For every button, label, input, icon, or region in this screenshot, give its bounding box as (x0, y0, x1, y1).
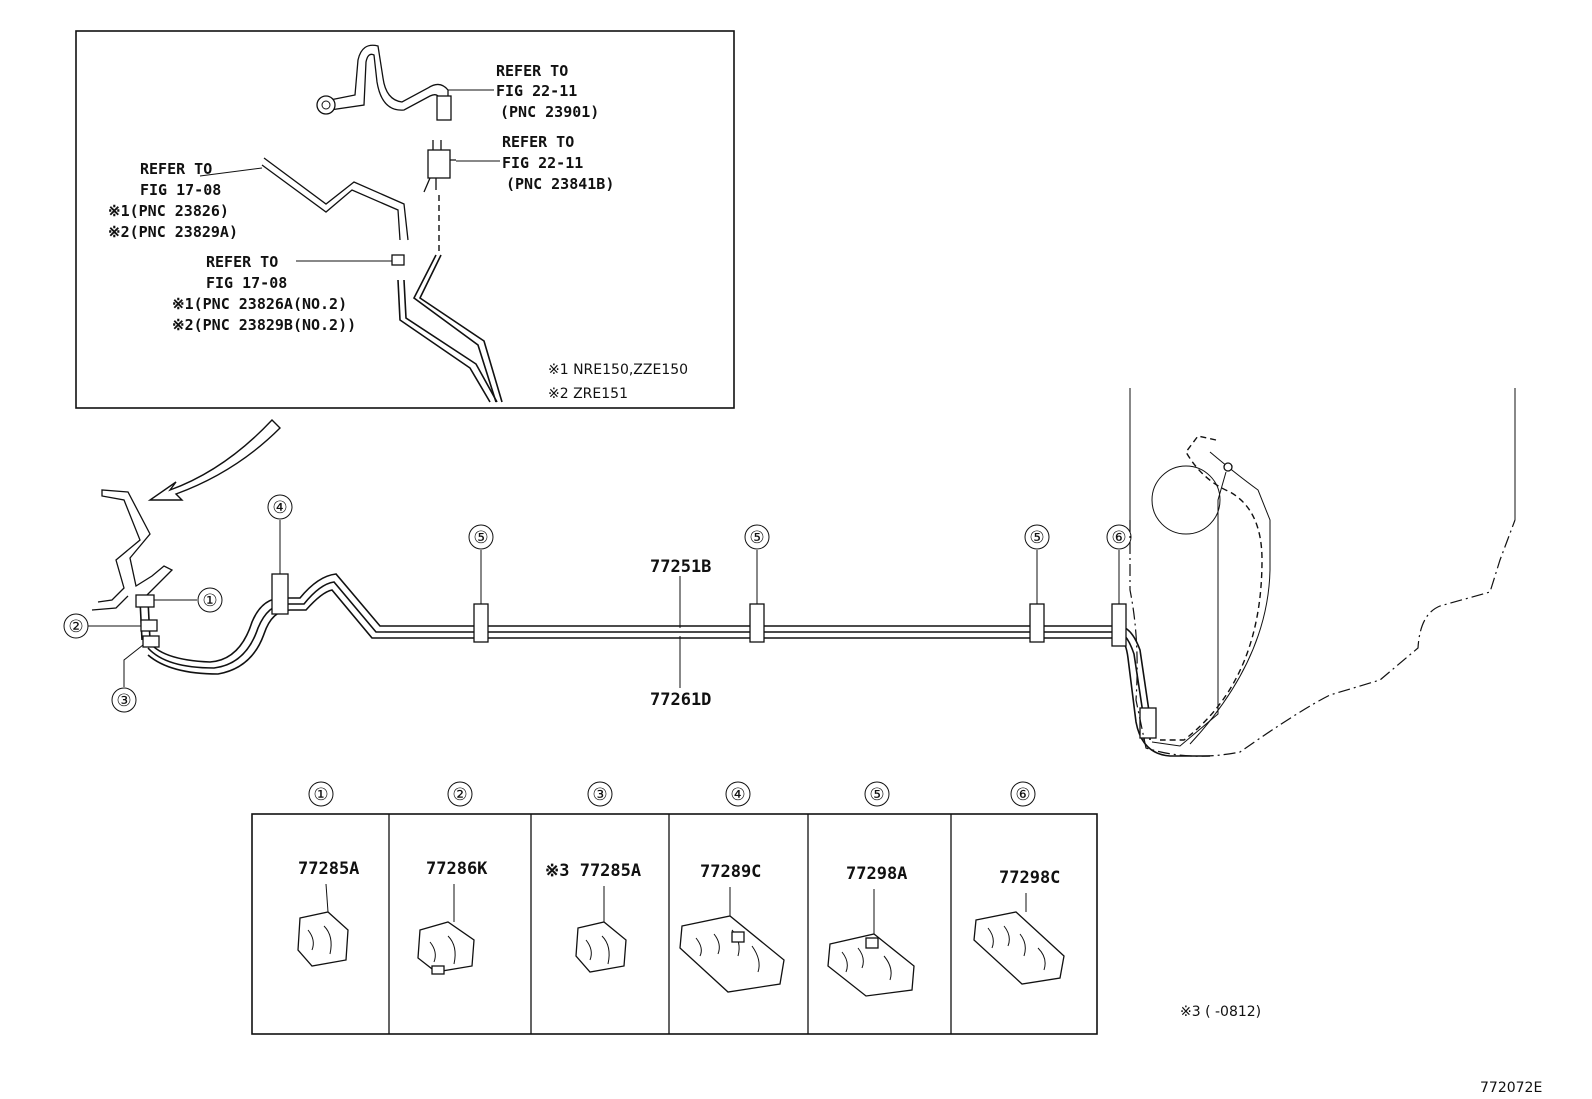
clamp-table: ① ② ③ ④ ⑤ ⑥ 77285A 77286K ※3 77285A 7728… (251, 781, 1098, 1035)
main-callouts: ① ② ③ ④ ⑤ ⑤ ⑤ ⑥ (63, 494, 1132, 713)
clamp-drawing-2 (417, 884, 475, 975)
main-hose-drawing (261, 157, 409, 266)
ref-fuel-inlet-label: REFER TO FIG 22-11 (PNC 23901) (496, 62, 599, 121)
svg-text:REFER TO: REFER TO (206, 253, 278, 271)
callout-5c: ⑤ (1029, 528, 1044, 548)
tube-lower-label: 77261D (650, 690, 711, 710)
svg-text:※1 NRE150,ZZE150: ※1 NRE150,ZZE150 (548, 362, 688, 378)
svg-text:REFER TO: REFER TO (496, 62, 568, 80)
svg-text:※1(PNC 23826A(NO.2): ※1(PNC 23826A(NO.2) (172, 295, 347, 313)
svg-text:REFER TO: REFER TO (502, 133, 574, 151)
callout-4: ④ (272, 498, 287, 518)
svg-text:※2(PNC 23829B(NO.2)): ※2(PNC 23829B(NO.2)) (172, 316, 356, 334)
table-marker-2: ② (452, 785, 467, 805)
table-marker-5: ⑤ (869, 785, 884, 805)
svg-text:(PNC 23841B): (PNC 23841B) (506, 175, 614, 193)
clamp-drawing-3 (575, 886, 627, 973)
ref-filter-label: REFER TO FIG 22-11 (PNC 23841B) (502, 133, 614, 193)
svg-text:※2 ZRE151: ※2 ZRE151 (548, 386, 628, 402)
svg-text:(PNC 23901): (PNC 23901) (500, 103, 599, 121)
clamp-drawing-6 (973, 893, 1065, 985)
table-part-5: 77298A (846, 864, 907, 884)
inset-pipe-bundle (397, 254, 503, 403)
clamp-drawing-4 (679, 887, 785, 993)
svg-text:FIG 17-08: FIG 17-08 (140, 181, 221, 199)
svg-text:※2(PNC 23829A): ※2(PNC 23829A) (108, 223, 238, 241)
table-marker-4: ④ (730, 785, 745, 805)
callout-5a: ⑤ (473, 528, 488, 548)
callout-2: ② (68, 617, 83, 637)
tube-upper-label: 77251B (650, 557, 711, 577)
callout-5b: ⑤ (749, 528, 764, 548)
svg-text:REFER TO: REFER TO (140, 160, 212, 178)
table-part-2: 77286K (426, 859, 488, 879)
filter-bracket-drawing (423, 140, 456, 252)
model-notes: ※1 NRE150,ZZE150 ※2 ZRE151 (548, 362, 688, 402)
table-marker-1: ① (313, 785, 328, 805)
table-marker-3: ③ (592, 785, 607, 805)
footnote: ※3 ( -0812) (1180, 1004, 1261, 1020)
table-marker-6: ⑥ (1015, 785, 1030, 805)
detail-inset: REFER TO FIG 22-11 (PNC 23901) REFER TO … (75, 30, 735, 409)
svg-text:FIG 22-11: FIG 22-11 (502, 154, 583, 172)
svg-text:FIG 22-11: FIG 22-11 (496, 82, 577, 100)
svg-text:FIG 17-08: FIG 17-08 (206, 274, 287, 292)
ref-main-hose-label: REFER TO FIG 17-08 ※1(PNC 23826) ※2(PNC … (108, 160, 238, 241)
callout-3: ③ (116, 691, 131, 711)
main-assembly (91, 388, 1516, 757)
table-part-4: 77289C (700, 862, 761, 882)
callout-1: ① (202, 591, 217, 611)
fuel-inlet-pipe-drawing (316, 44, 452, 121)
figure-code: 772072E (1480, 1080, 1542, 1096)
table-part-6: 77298C (999, 868, 1060, 888)
table-part-1: 77285A (298, 859, 359, 879)
inset-pointer-arrow (147, 418, 281, 501)
callout-6: ⑥ (1111, 528, 1126, 548)
svg-text:※1(PNC 23826): ※1(PNC 23826) (108, 202, 229, 220)
table-part-3: ※3 77285A (545, 861, 641, 881)
ref-no2-hose-label: REFER TO FIG 17-08 ※1(PNC 23826A(NO.2) ※… (172, 253, 356, 334)
tube-part-numbers: 77251B 77261D (650, 557, 711, 710)
clamp-drawing-1 (297, 883, 349, 967)
inset-leaders (199, 89, 500, 262)
clamp-drawing-5 (827, 889, 915, 997)
